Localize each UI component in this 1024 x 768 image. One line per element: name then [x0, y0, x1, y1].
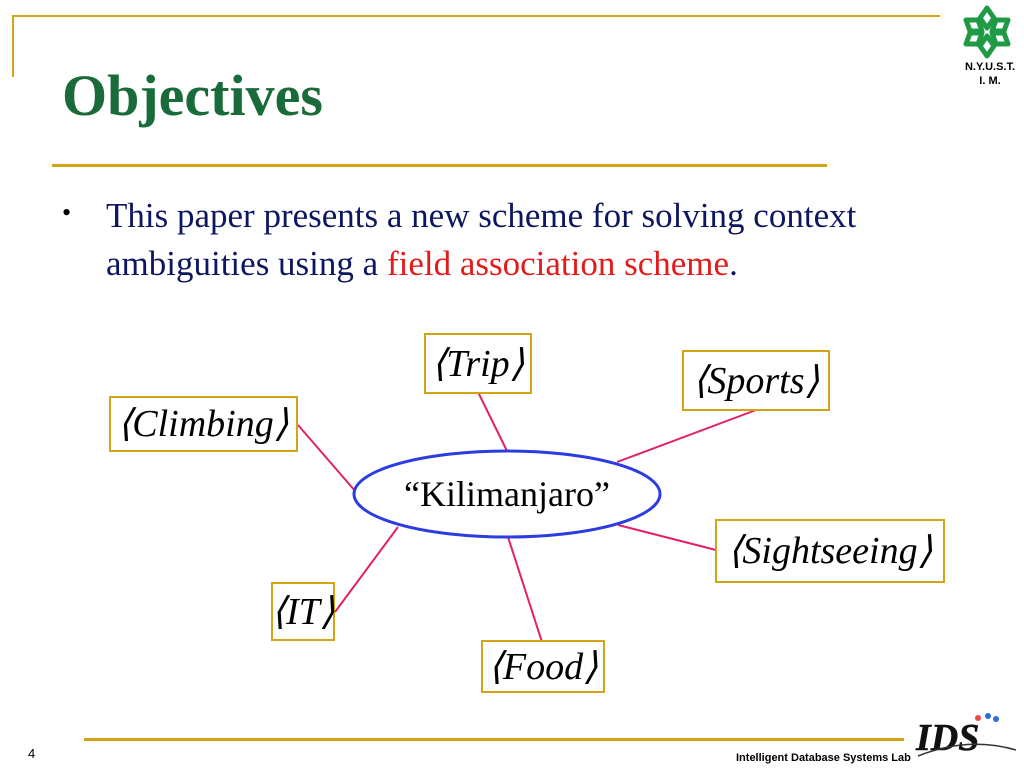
bullet-text-after: .: [729, 244, 738, 283]
center-term: “Kilimanjaro”: [404, 474, 610, 514]
field-label-it: ⟨IT⟩: [271, 591, 335, 633]
connector-climbing: [297, 424, 357, 493]
field-box-sightseeing: ⟨Sightseeing⟩: [715, 519, 945, 583]
field-box-trip: ⟨Trip⟩: [424, 333, 532, 394]
top-accent-line: [12, 15, 940, 17]
connector-sightseeing: [617, 524, 717, 551]
field-box-food: ⟨Food⟩: [481, 640, 605, 693]
title-underline: [52, 164, 827, 167]
connector-food: [507, 536, 543, 643]
footer-line: [84, 738, 904, 741]
ids-lab-logo-icon: IDS: [915, 713, 1017, 759]
page-title: Objectives: [62, 63, 323, 128]
field-box-it: ⟨IT⟩: [271, 582, 335, 641]
logo-text-line2: I. M.: [979, 75, 1001, 87]
field-label-climbing: ⟨Climbing⟩: [117, 403, 288, 445]
university-logo-icon: [963, 5, 1011, 59]
bullet-highlight: field association scheme: [386, 244, 730, 283]
field-box-climbing: ⟨Climbing⟩: [109, 396, 298, 452]
ids-logo-text: IDS: [915, 717, 979, 759]
connector-it: [334, 526, 399, 613]
footer-lab-name: Intelligent Database Systems Lab: [736, 752, 911, 764]
left-accent-line: [12, 15, 14, 77]
logo-text-line1: N.Y.U.S.T.: [964, 61, 1016, 73]
connector-trip: [477, 391, 508, 452]
field-label-sports: ⟨Sports⟩: [693, 360, 820, 402]
page-number: 4: [28, 746, 36, 761]
field-label-trip: ⟨Trip⟩: [431, 343, 524, 385]
bullet-dot-icon: •: [62, 198, 72, 227]
bullet-text-before: This paper presents a new scheme for sol…: [106, 196, 857, 283]
field-box-sports: ⟨Sports⟩: [682, 350, 830, 411]
field-label-food: ⟨Food⟩: [488, 646, 598, 688]
bullet-text: This paper presents a new scheme for sol…: [106, 192, 986, 288]
connector-sports: [616, 409, 757, 463]
university-logo-text: N.Y.U.S.T. I. M.: [950, 60, 1024, 88]
field-label-sightseeing: ⟨Sightseeing⟩: [728, 530, 933, 572]
center-ellipse: [352, 449, 662, 539]
